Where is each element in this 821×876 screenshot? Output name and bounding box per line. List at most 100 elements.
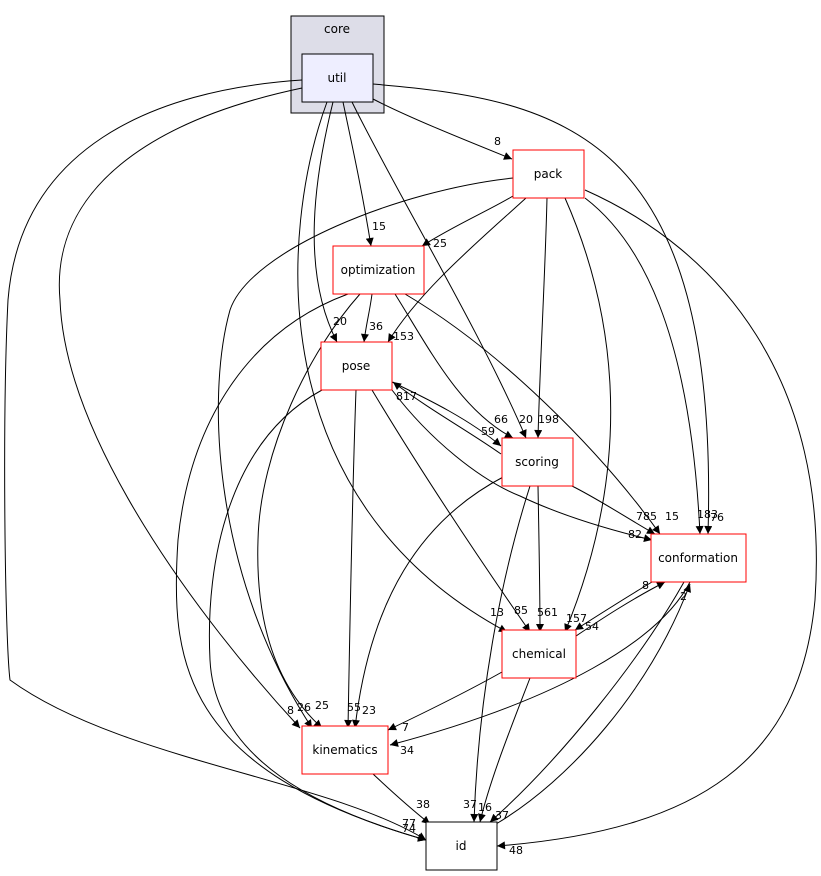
edge-label-pose-kinematics: 55 bbox=[347, 701, 361, 714]
edge-label-pose-chemical: 85 bbox=[514, 604, 528, 617]
edge-label-util-scoring: 20 bbox=[519, 413, 533, 426]
edge-label-util-optimization: 15 bbox=[372, 220, 386, 233]
edge-label-pack-pose: 153 bbox=[393, 330, 414, 343]
node-scoring-box bbox=[501, 437, 574, 487]
edge-util-conformation bbox=[372, 83, 713, 535]
edge-label-util-kinematics: 8 bbox=[287, 704, 294, 717]
edge-pose-id bbox=[208, 389, 427, 842]
edge-label-chemical-conformation: 8 bbox=[642, 579, 649, 592]
edge-id-conformation bbox=[495, 583, 691, 825]
edge-label-chemical-kinematics: 7 bbox=[402, 721, 409, 734]
edge-pose-scoring bbox=[391, 381, 502, 447]
edge-kinematics-id bbox=[371, 772, 431, 825]
edge-labels: 8 15 25 20 36 153 817 66 20 198 59 785 1… bbox=[287, 135, 724, 857]
edge-pack-scoring bbox=[534, 197, 548, 439]
node-chemical-box bbox=[501, 629, 577, 679]
edge-label-id-conformation: 2 bbox=[680, 590, 687, 603]
edge-conformation-id bbox=[489, 581, 685, 823]
edge-scoring-conformation bbox=[571, 485, 656, 535]
edge-label-pack-conformation: 183 bbox=[697, 508, 718, 521]
edge-util-optimization bbox=[342, 101, 374, 247]
edge-pose-conformation bbox=[391, 389, 653, 543]
edge-label-pose-scoring: 817 bbox=[396, 390, 417, 403]
edge-optimization-scoring bbox=[394, 293, 514, 439]
edge-scoring-kinematics bbox=[351, 475, 506, 729]
edge-util-pack bbox=[372, 98, 513, 160]
node-conformation[interactable]: conformation bbox=[650, 533, 747, 583]
node-id-box bbox=[425, 821, 498, 871]
edge-util-kinematics bbox=[58, 87, 303, 729]
edge-label-conformation-id: 37 bbox=[495, 809, 509, 822]
edge-optimization-id bbox=[175, 293, 427, 842]
edge-label-scoring-conformation: 785 bbox=[636, 510, 657, 523]
node-pack-box bbox=[512, 149, 585, 199]
edge-label-pose-conformation: 82 bbox=[628, 528, 642, 541]
edge-label-util-id: 77 bbox=[402, 817, 416, 830]
node-conformation-box bbox=[650, 533, 747, 583]
nodes: util pack optimization pose scoring conf… bbox=[301, 53, 747, 871]
edge-chemical-kinematics bbox=[387, 671, 503, 731]
edge-label-pack-id: 48 bbox=[509, 844, 523, 857]
edge-label-optimization-id: 74 bbox=[402, 822, 416, 835]
edge-pose-kinematics bbox=[344, 389, 357, 729]
edge-label-pack-kinematics: 26 bbox=[297, 701, 311, 714]
edge-optimization-kinematics bbox=[257, 293, 361, 729]
node-util-box bbox=[301, 53, 374, 103]
edge-chemical-id bbox=[477, 677, 531, 823]
node-pose-label: pose bbox=[342, 359, 371, 373]
edge-label-kinematics-id: 38 bbox=[416, 798, 430, 811]
edges bbox=[4, 79, 817, 850]
node-optimization-box bbox=[332, 245, 425, 295]
edge-scoring-chemical bbox=[535, 485, 544, 633]
edge-pack-pose bbox=[387, 197, 527, 343]
edge-label-util-chemical: 13 bbox=[490, 606, 504, 619]
cluster-core-label: core bbox=[324, 22, 350, 36]
node-chemical[interactable]: chemical bbox=[501, 629, 577, 679]
edge-util-chemical bbox=[297, 101, 508, 633]
edge-util-pose bbox=[313, 101, 338, 343]
edge-label-optimization-conformation: 15 bbox=[665, 510, 679, 523]
edge-pack-conformation bbox=[584, 197, 704, 535]
node-optimization[interactable]: optimization bbox=[332, 245, 425, 295]
edge-label-pack-chemical: 157 bbox=[566, 612, 587, 625]
node-kinematics-label: kinematics bbox=[312, 743, 377, 757]
edge-label-scoring-kinematics: 23 bbox=[362, 704, 376, 717]
edge-pack-optimization bbox=[421, 195, 514, 247]
edge-util-scoring bbox=[351, 101, 527, 439]
node-pack[interactable]: pack bbox=[512, 149, 585, 199]
edge-label-util-conformation: 76 bbox=[710, 511, 724, 524]
edge-optimization-conformation bbox=[404, 293, 661, 535]
edge-label-chemical-id: 16 bbox=[478, 801, 492, 814]
edge-util-id bbox=[4, 79, 427, 841]
edge-conformation-kinematics bbox=[389, 581, 691, 747]
node-pose[interactable]: pose bbox=[320, 341, 393, 391]
node-pose-box bbox=[320, 341, 393, 391]
edge-label-pack-scoring: 198 bbox=[538, 413, 559, 426]
edge-pack-id bbox=[496, 189, 817, 850]
node-scoring-label: scoring bbox=[515, 455, 559, 469]
node-conformation-label: conformation bbox=[658, 551, 738, 565]
edge-conformation-chemical bbox=[574, 581, 653, 631]
node-util-label: util bbox=[328, 71, 347, 85]
node-id-label: id bbox=[456, 839, 467, 853]
edge-label-conformation-kinematics: 34 bbox=[400, 744, 414, 757]
node-scoring[interactable]: scoring bbox=[501, 437, 574, 487]
edge-label-scoring-chemical: 561 bbox=[537, 606, 558, 619]
edge-pack-chemical bbox=[564, 197, 612, 633]
edge-label-scoring-id: 37 bbox=[463, 798, 477, 811]
node-util[interactable]: util bbox=[301, 53, 374, 103]
node-optimization-label: optimization bbox=[341, 263, 416, 277]
edge-label-optimization-pose: 36 bbox=[369, 320, 383, 333]
edge-label-conformation-chemical: 54 bbox=[585, 620, 599, 633]
node-kinematics[interactable]: kinematics bbox=[301, 725, 389, 775]
edge-label-optimization-kinematics: 25 bbox=[315, 699, 329, 712]
node-pack-label: pack bbox=[534, 167, 563, 181]
edge-label-pack-optimization: 25 bbox=[433, 237, 447, 250]
edge-scoring-id bbox=[470, 485, 531, 823]
edge-label-util-pack: 8 bbox=[494, 135, 501, 148]
edge-chemical-conformation bbox=[575, 581, 666, 637]
edge-label-scoring-pose: 59 bbox=[481, 425, 495, 438]
node-id[interactable]: id bbox=[425, 821, 498, 871]
node-kinematics-box bbox=[301, 725, 389, 775]
